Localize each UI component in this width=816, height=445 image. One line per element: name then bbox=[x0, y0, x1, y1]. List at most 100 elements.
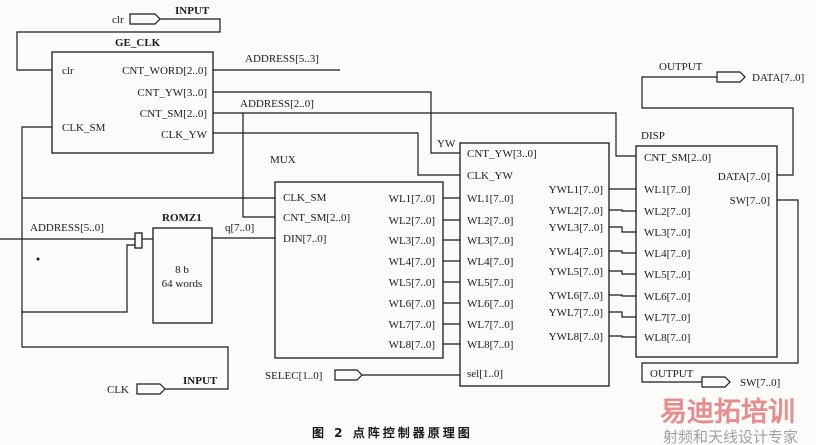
disp-block bbox=[635, 145, 778, 358]
disp-input-port: WL2[7..0] bbox=[644, 206, 690, 218]
ywl-wire bbox=[609, 294, 636, 297]
disp-input-port: WL8[7..0] bbox=[644, 332, 690, 344]
address20-label: ADDRESS[2..0] bbox=[240, 98, 314, 110]
yw-input-port: CLK_YW bbox=[467, 170, 513, 182]
yw-input-port: WL6[7..0] bbox=[467, 298, 513, 310]
clr-pin-label: clr bbox=[112, 14, 124, 26]
yw-input-port: WL2[7..0] bbox=[467, 215, 513, 227]
yw-input-port: WL4[7..0] bbox=[467, 256, 513, 268]
data-wire bbox=[641, 76, 794, 176]
sw-wire bbox=[641, 199, 799, 383]
mux-output-port: WL5[7..0] bbox=[389, 277, 435, 289]
clk-input-pin: CLK INPUT bbox=[107, 375, 218, 396]
mux-output-port: WL3[7..0] bbox=[389, 235, 435, 247]
sw-pin-type: OUTPUT bbox=[650, 368, 694, 380]
mux-input-port: DIN[7..0] bbox=[283, 233, 326, 245]
clr-input-pin: clr INPUT bbox=[112, 5, 210, 26]
watermark-tagline: 射频和天线设计专家 bbox=[663, 428, 798, 445]
yw-input-port: sel[1..0] bbox=[467, 368, 503, 380]
yw-output-port: YWL8[7..0] bbox=[549, 331, 603, 343]
output-pin-icon bbox=[701, 376, 731, 388]
yw-input-port: WL8[7..0] bbox=[467, 339, 513, 351]
selec-pin-label: SELEC[1..0] bbox=[265, 370, 322, 382]
mux-output-port: WL2[7..0] bbox=[389, 215, 435, 227]
cnt-yw-wire bbox=[213, 91, 460, 154]
mux-output-port: WL1[7..0] bbox=[389, 193, 435, 205]
address20-wire bbox=[242, 113, 275, 218]
ge-clk-title: GE_CLK bbox=[115, 37, 161, 49]
mux-input-port: CLK_SM bbox=[283, 192, 327, 204]
disp-input-port: WL1[7..0] bbox=[644, 184, 690, 196]
romz1-title: ROMZ1 bbox=[162, 212, 202, 224]
output-pin-icon bbox=[716, 71, 746, 83]
ge-clk-cnt-word-port: CNT_WORD[2..0] bbox=[122, 65, 207, 77]
disp-input-port: WL3[7..0] bbox=[644, 227, 690, 239]
mux-output-port: WL8[7..0] bbox=[389, 339, 435, 351]
ywl-wire bbox=[609, 209, 636, 212]
address53-label: ADDRESS[5..3] bbox=[245, 53, 319, 65]
ge-clk-cnt-sm-port: CNT_SM[2..0] bbox=[140, 108, 207, 120]
yw-output-port: YWL1[7..0] bbox=[549, 184, 603, 196]
yw-output-port: YWL4[7..0] bbox=[549, 246, 603, 258]
input-pin-icon bbox=[136, 383, 166, 395]
clk-yw-wire bbox=[213, 132, 460, 176]
ge-clk-clr-port: clr bbox=[62, 65, 74, 77]
mux-input-port: CNT_SM[2..0] bbox=[283, 212, 350, 224]
bus-connector bbox=[134, 232, 143, 249]
ywl-wire bbox=[609, 270, 636, 275]
yw-input-port: WL5[7..0] bbox=[467, 277, 513, 289]
ge-clk-clk-sm-port: CLK_SM bbox=[62, 122, 106, 134]
data-pin-label: DATA[7..0] bbox=[752, 72, 804, 84]
input-pin-icon bbox=[334, 369, 363, 381]
romz1-block bbox=[152, 227, 213, 324]
disp-data-port: DATA[7..0] bbox=[718, 171, 770, 183]
sw-pin-label: SW[7..0] bbox=[740, 377, 780, 389]
mux-output-port: WL4[7..0] bbox=[389, 256, 435, 268]
address50-label: ADDRESS[5..0] bbox=[30, 222, 104, 234]
q-label: q[7..0] bbox=[225, 222, 254, 234]
selec-input-pin: SELEC[1..0] bbox=[265, 369, 363, 382]
disp-title: DISP bbox=[641, 130, 665, 142]
data-pin-type: OUTPUT bbox=[659, 61, 703, 73]
mux-output-port: WL7[7..0] bbox=[389, 319, 435, 331]
junction-dot bbox=[36, 257, 40, 261]
clk-wire bbox=[21, 126, 229, 390]
watermark-brand: 易迪拓培训 bbox=[660, 397, 795, 428]
yw-block bbox=[459, 142, 610, 387]
yw-input-port: CNT_YW[3..0] bbox=[467, 148, 537, 160]
disp-sw-port: SW[7..0] bbox=[730, 195, 770, 207]
romz1-depth: 64 words bbox=[162, 278, 203, 290]
mux-title: MUX bbox=[270, 154, 296, 166]
romz1-width: 8 b bbox=[175, 264, 189, 276]
ywl-wire bbox=[609, 226, 636, 233]
ge-clk-clk-yw-port: CLK_YW bbox=[161, 129, 207, 141]
cnt-sm-wire bbox=[213, 112, 636, 157]
clr-pin-type: INPUT bbox=[175, 5, 210, 17]
ywl-wire bbox=[609, 250, 636, 254]
yw-output-port: YWL5[7..0] bbox=[549, 266, 603, 278]
data-output-pin: OUTPUT DATA[7..0] bbox=[659, 61, 804, 84]
disp-cnt-sm-port: CNT_SM[2..0] bbox=[644, 152, 711, 164]
mux-block bbox=[274, 181, 444, 359]
disp-input-port: WL5[7..0] bbox=[644, 269, 690, 281]
yw-input-port: WL7[7..0] bbox=[467, 319, 513, 331]
yw-input-port: WL3[7..0] bbox=[467, 235, 513, 247]
input-pin-icon bbox=[129, 13, 161, 25]
disp-input-port: WL4[7..0] bbox=[644, 248, 690, 260]
yw-input-port: WL1[7..0] bbox=[467, 193, 513, 205]
ge-clk-block bbox=[51, 51, 214, 154]
ywl-wire bbox=[609, 311, 636, 318]
clk-pin-type: INPUT bbox=[183, 375, 218, 387]
yw-output-port: YWL3[7..0] bbox=[549, 222, 603, 234]
disp-input-port: WL7[7..0] bbox=[644, 312, 690, 324]
mux-output-port: WL6[7..0] bbox=[389, 298, 435, 310]
figure-caption: 图 2 点阵控制器原理图 bbox=[312, 425, 473, 440]
yw-net-label: YW bbox=[437, 138, 456, 150]
clk-pin-label: CLK bbox=[107, 384, 129, 396]
disp-input-port: WL6[7..0] bbox=[644, 291, 690, 303]
ywl-wire bbox=[609, 335, 636, 338]
sw-output-pin: OUTPUT SW[7..0] bbox=[650, 368, 780, 389]
address-feedback-wire bbox=[22, 244, 135, 313]
yw-output-port: YWL2[7..0] bbox=[549, 205, 603, 217]
